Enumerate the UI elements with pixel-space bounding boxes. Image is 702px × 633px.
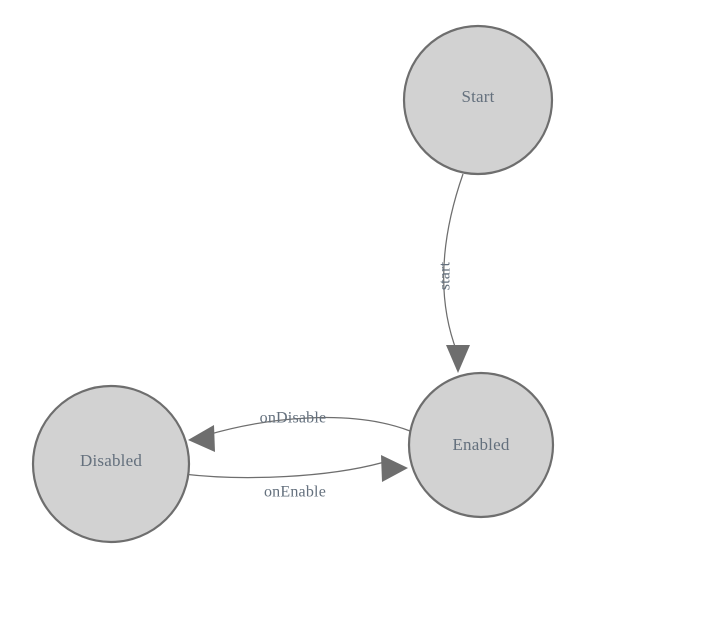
state-node-start-label: Start <box>461 87 494 106</box>
state-node-start-circle <box>402 24 554 176</box>
arrowhead-right-icon <box>381 455 408 482</box>
state-node-disabled-label: Disabled <box>80 451 142 470</box>
arrowhead-down-icon <box>446 345 470 373</box>
arrowhead-left-icon <box>188 425 215 452</box>
state-node-disabled[interactable]: Disabled <box>31 384 191 544</box>
state-node-enabled-circle <box>407 371 555 519</box>
edge-enabled-to-disabled[interactable]: onDisable <box>188 410 411 452</box>
edge-label-on-enable: onEnable <box>264 484 326 501</box>
edge-disabled-to-enabled-path <box>182 460 389 479</box>
edge-label-on-disable: onDisable <box>260 410 327 427</box>
edge-enabled-to-disabled-path <box>206 416 411 436</box>
state-node-start[interactable]: Start <box>402 24 554 176</box>
edge-start-to-enabled[interactable]: start <box>437 173 470 373</box>
state-node-disabled-circle <box>31 384 191 544</box>
state-node-enabled[interactable]: Enabled <box>407 371 555 519</box>
edge-start-to-enabled-path <box>443 173 464 353</box>
edge-disabled-to-enabled[interactable]: onEnable <box>182 455 408 501</box>
state-node-enabled-label: Enabled <box>452 435 509 454</box>
edge-label-start: start <box>437 261 454 290</box>
